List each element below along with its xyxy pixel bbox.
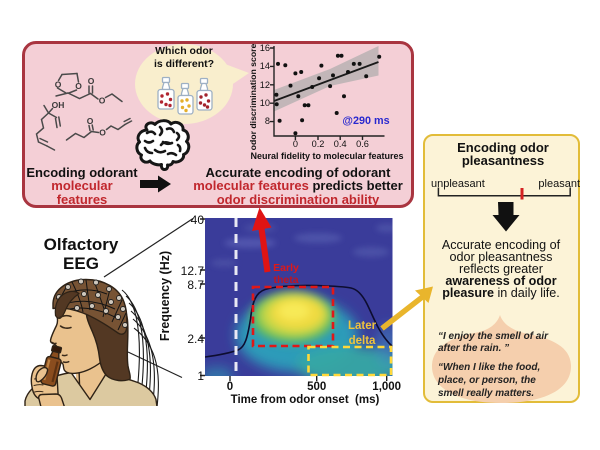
svg-text:O: O xyxy=(75,81,82,91)
svg-text:O: O xyxy=(55,80,62,90)
svg-text:O: O xyxy=(88,76,95,86)
svg-text:O: O xyxy=(99,96,106,106)
svg-text:O: O xyxy=(87,116,94,126)
svg-text:OH: OH xyxy=(52,100,65,110)
svg-text:O: O xyxy=(99,128,106,138)
